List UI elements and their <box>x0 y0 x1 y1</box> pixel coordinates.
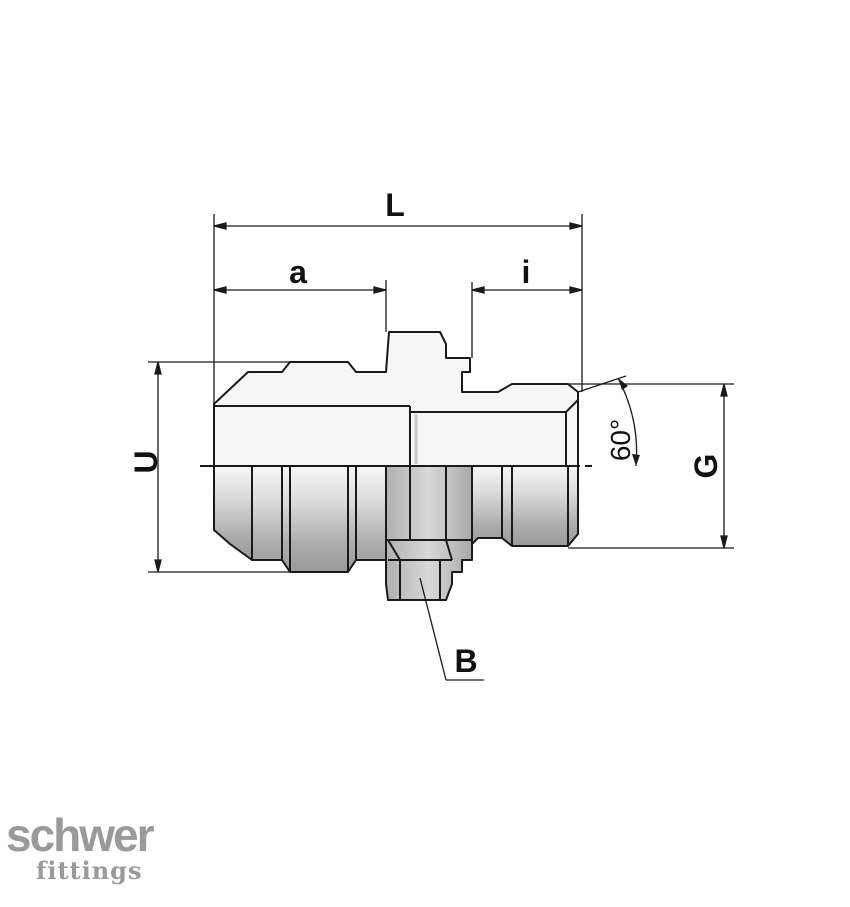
right-thread-stud <box>471 465 579 547</box>
dimension-U <box>148 361 290 573</box>
label-G: G <box>688 454 724 479</box>
left-thread-body <box>251 465 387 573</box>
dimension-L <box>213 214 583 404</box>
left-flare-section <box>213 331 579 467</box>
dimension-G <box>568 383 734 549</box>
dimension-i <box>471 282 583 358</box>
label-i: i <box>522 254 531 290</box>
label-L: L <box>385 187 405 223</box>
label-B: B <box>454 643 477 679</box>
leader-B <box>419 577 484 681</box>
dimension-a <box>213 280 387 332</box>
schwer-fittings-logo: schwer fittings <box>6 809 155 885</box>
logo-subtitle: fittings <box>36 856 143 885</box>
label-U: U <box>128 450 164 473</box>
label-a: a <box>289 254 307 290</box>
lower-exterior-body <box>213 465 579 601</box>
label-angle: 60° <box>605 419 636 461</box>
left-flare-cone <box>213 465 253 561</box>
upper-section-body <box>213 331 579 467</box>
logo-wordmark: schwer <box>6 809 155 861</box>
hex-nut-B <box>385 465 473 601</box>
